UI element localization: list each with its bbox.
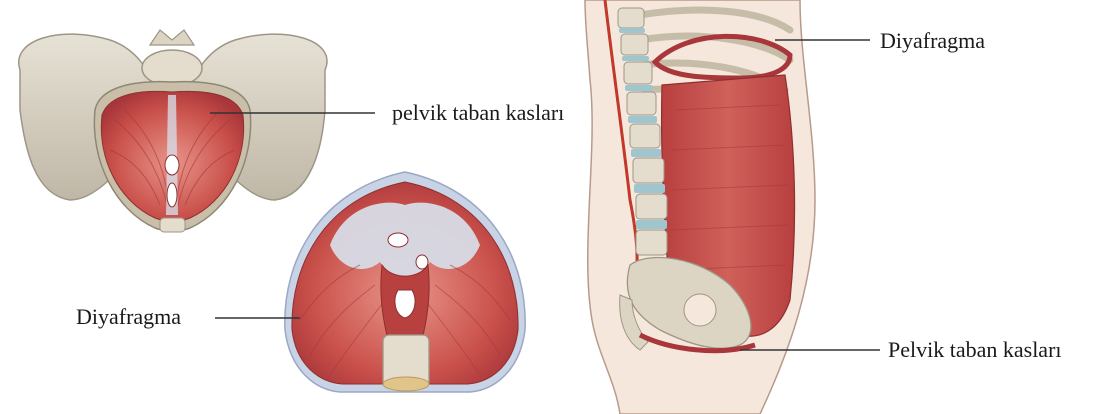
label-pelvic-floor-right: Pelvik taban kasları [888,337,1062,362]
label-diaphragm-bottom: Diyafragma [76,304,181,329]
label-diaphragm-right: Diyafragma [880,28,985,53]
torso-side-illustration [585,0,815,414]
diaphragm-illustration [285,172,525,392]
pelvis-illustration [19,30,327,232]
label-pelvic-floor-top: pelvik taban kasları [392,100,564,125]
